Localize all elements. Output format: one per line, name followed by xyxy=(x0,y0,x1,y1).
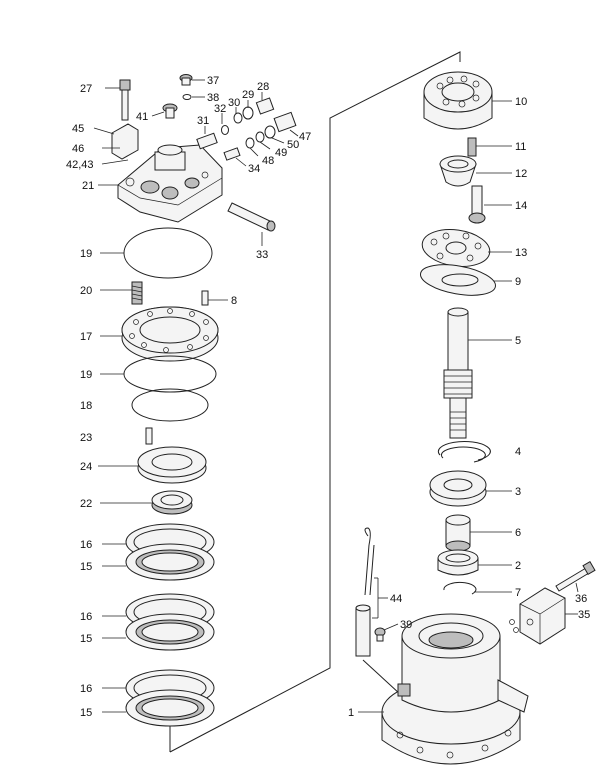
plate-stack-2 xyxy=(102,593,215,651)
plug-41 xyxy=(151,103,178,119)
callout-16c: 16 xyxy=(80,683,92,695)
callout-12: 12 xyxy=(515,168,527,180)
brake-flange-17 xyxy=(100,306,219,362)
spring-20 xyxy=(100,281,143,305)
callout-21: 21 xyxy=(82,180,94,192)
callout-22: 22 xyxy=(80,498,92,510)
callout-32: 32 xyxy=(214,103,226,115)
ball-guide-12 xyxy=(439,155,512,187)
oring-19-second xyxy=(100,355,217,393)
cylinder-block-10 xyxy=(423,71,512,130)
plug-37 xyxy=(179,74,205,86)
callout-17: 17 xyxy=(80,331,92,343)
relief-valve-set-2 xyxy=(223,111,299,167)
cover-assembly xyxy=(117,144,223,223)
pin-8 xyxy=(201,290,228,306)
ring-7 xyxy=(443,581,512,595)
callout-41: 41 xyxy=(136,111,148,123)
callout-24: 24 xyxy=(80,461,92,473)
callout-44: 44 xyxy=(390,593,402,605)
callout-49: 49 xyxy=(275,147,287,159)
callout-4: 4 xyxy=(515,446,521,458)
callout-16b: 16 xyxy=(80,611,92,623)
callout-35: 35 xyxy=(578,609,590,621)
callout-15b: 15 xyxy=(80,633,92,645)
shoe-plate-9 xyxy=(419,264,512,296)
callout-15c: 15 xyxy=(80,707,92,719)
level-gauge-44 xyxy=(355,527,411,697)
housing-1 xyxy=(358,613,529,765)
callout-31: 31 xyxy=(197,115,209,127)
callout-18: 18 xyxy=(80,400,92,412)
callout-33: 33 xyxy=(256,249,268,261)
block-45 xyxy=(93,123,139,160)
oring-38 xyxy=(182,94,205,100)
plate-stack-1 xyxy=(102,523,215,581)
bearing-22 xyxy=(100,490,193,515)
callout-16a: 16 xyxy=(80,539,92,551)
callout-10: 10 xyxy=(515,96,527,108)
callout-37: 37 xyxy=(207,75,219,87)
callout-11: 11 xyxy=(515,141,526,153)
spring-11 xyxy=(467,137,512,157)
callout-39: 39 xyxy=(400,619,412,631)
callout-8: 8 xyxy=(231,295,237,307)
callout-19a: 19 xyxy=(80,248,92,260)
bearing-3 xyxy=(429,470,512,507)
callout-3: 3 xyxy=(515,486,521,498)
callout-14: 14 xyxy=(515,200,527,212)
retainer-plate-13 xyxy=(421,229,512,267)
callout-7: 7 xyxy=(515,587,521,599)
pin-23 xyxy=(145,427,153,445)
oring-19-top xyxy=(100,227,213,279)
bearing-2 xyxy=(437,549,512,576)
callout-34: 34 xyxy=(248,163,260,175)
callout-20: 20 xyxy=(80,285,92,297)
plate-stack-3 xyxy=(102,669,215,727)
spool-33 xyxy=(227,202,276,246)
callout-42-43: 42,43 xyxy=(66,159,94,171)
plug-39 xyxy=(374,623,399,642)
relief-valve-35 xyxy=(519,587,578,645)
callout-15a: 15 xyxy=(80,561,92,573)
callout-23: 23 xyxy=(80,432,92,444)
bolt-36 xyxy=(555,560,596,593)
piston-14 xyxy=(468,185,512,224)
callout-9: 9 xyxy=(515,276,521,288)
oring-18 xyxy=(131,388,209,422)
divider-line xyxy=(169,51,461,753)
callout-50: 50 xyxy=(287,139,299,151)
callout-2: 2 xyxy=(515,560,521,572)
snap-ring-4 xyxy=(437,440,491,463)
callout-28: 28 xyxy=(257,81,269,93)
bushing-6 xyxy=(445,514,512,552)
drive-shaft-5 xyxy=(443,307,512,439)
callout-38: 38 xyxy=(207,92,219,104)
relief-valve-set xyxy=(196,92,275,150)
callout-45: 45 xyxy=(72,123,84,135)
brake-piston-24 xyxy=(98,446,207,484)
callout-36: 36 xyxy=(575,593,587,605)
callout-46: 46 xyxy=(72,143,84,155)
callout-13: 13 xyxy=(515,247,527,259)
bolt-27 xyxy=(105,79,131,121)
callout-27: 27 xyxy=(80,83,92,95)
callout-48: 48 xyxy=(262,155,274,167)
callout-47: 47 xyxy=(299,131,311,143)
callout-6: 6 xyxy=(515,527,521,539)
callout-1: 1 xyxy=(348,707,354,719)
callout-29: 29 xyxy=(242,89,254,101)
callout-5: 5 xyxy=(515,335,521,347)
callout-30: 30 xyxy=(228,97,240,109)
callout-19b: 19 xyxy=(80,369,92,381)
